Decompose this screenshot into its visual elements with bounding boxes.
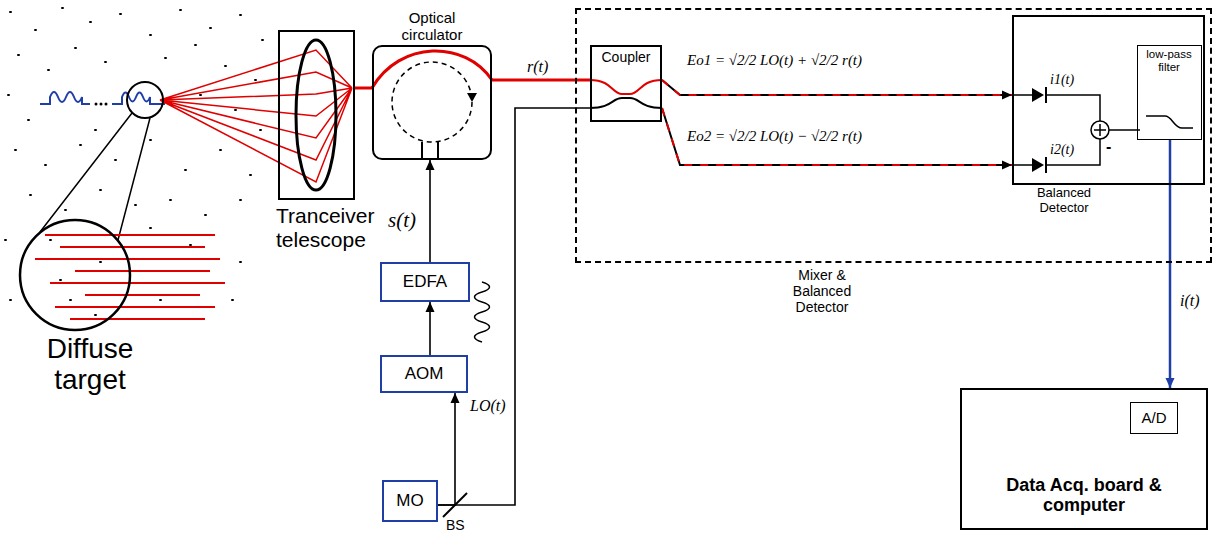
connector-line xyxy=(662,108,1012,165)
pulse-dot xyxy=(95,103,98,106)
node-label: AOM xyxy=(405,364,444,384)
connector-line xyxy=(1169,140,1172,388)
connector-line xyxy=(355,87,372,90)
connector xyxy=(662,80,1012,100)
process-box: MO xyxy=(382,480,438,522)
photodiode xyxy=(1032,158,1044,172)
adc-box: A/D xyxy=(1130,402,1178,434)
photodiode-bar xyxy=(1045,87,1047,173)
process-box: AOM xyxy=(380,355,468,393)
node-label: EDFA xyxy=(403,272,447,292)
sign-label: - xyxy=(1106,138,1111,156)
coupler-waveguide xyxy=(590,80,662,94)
target-spot xyxy=(127,82,163,118)
node-label: Mixer & Balanced Detector xyxy=(782,267,862,315)
connector xyxy=(426,302,435,355)
component-label: BS xyxy=(446,518,465,533)
signal-label: Eo1 = √2/2 LO(t) + √2/2 r(t) xyxy=(685,52,864,69)
signal-label: Eo2 = √2/2 LO(t) − √2/2 r(t) xyxy=(685,128,864,145)
summing-junction xyxy=(1091,121,1109,139)
lo-wave xyxy=(475,282,490,342)
arrowhead xyxy=(1002,161,1012,170)
node-label: low-pass filter xyxy=(1140,48,1199,74)
circulator-arrow xyxy=(467,93,477,102)
circulator-ring xyxy=(392,62,472,142)
detector-box: Balanced Detectorlow-pass filter xyxy=(1012,15,1205,185)
mixer-region: Mixer & Balanced DetectorCouplerBalanced… xyxy=(575,8,1212,263)
scatter-dots xyxy=(5,8,263,315)
daq-box: Data Acq. board & computer A/D xyxy=(960,388,1208,530)
signal-label: i(t) xyxy=(1178,292,1202,310)
signal-label: LO(t) xyxy=(468,397,508,415)
node-label: Data Acq. board & computer xyxy=(997,475,1172,516)
zoom-circle xyxy=(20,220,130,330)
arrowhead xyxy=(426,302,435,312)
circulator-port xyxy=(422,142,438,160)
connector-line xyxy=(438,108,590,505)
connector xyxy=(662,108,1012,170)
circulator: Optical circulator xyxy=(372,45,492,160)
node-label: Balanced Detector xyxy=(1024,186,1104,216)
filter-box: low-pass filter xyxy=(1137,45,1202,140)
arrowhead xyxy=(1002,91,1012,100)
connector-line xyxy=(429,160,431,262)
connector xyxy=(438,393,460,505)
telescope-box: Tranceiver telescope xyxy=(278,30,355,200)
signal-label: s(t) xyxy=(386,208,418,232)
summing-plus xyxy=(1094,124,1106,136)
node-label: A/D xyxy=(1141,409,1166,426)
arrowhead xyxy=(451,393,460,403)
connector-line xyxy=(438,393,455,505)
pulse-dot xyxy=(100,103,103,106)
connector xyxy=(1166,140,1175,388)
pulse-waveform xyxy=(40,92,165,104)
signal-label: i2(t) xyxy=(1050,142,1074,157)
node-label: MO xyxy=(396,491,423,511)
arrowhead xyxy=(426,160,435,170)
circulator-path xyxy=(372,51,492,88)
coupler-waveguide xyxy=(590,98,662,108)
connector xyxy=(426,160,435,262)
connector-dash xyxy=(662,108,1012,165)
detector-wire xyxy=(1012,95,1140,165)
connector-dash xyxy=(662,80,1012,95)
figure-label: Diffuse target xyxy=(15,334,165,396)
coupler-box: Coupler xyxy=(590,45,662,122)
zoom-leader xyxy=(40,113,150,240)
signal-label: i1(t) xyxy=(1050,72,1074,87)
node-label: Coupler xyxy=(601,49,650,65)
connector xyxy=(438,108,590,505)
filter-symbol xyxy=(1146,116,1193,128)
signal-label: r(t) xyxy=(525,58,550,76)
node-label: Tranceiver telescope xyxy=(276,204,386,252)
laser-rays xyxy=(160,50,352,182)
process-box: EDFA xyxy=(380,262,470,302)
node-label: Optical circulator xyxy=(377,9,487,44)
connector-line xyxy=(662,80,1012,95)
lens xyxy=(296,40,336,190)
connector xyxy=(355,88,372,89)
pulse-dot xyxy=(105,103,108,106)
photodiode xyxy=(1032,88,1044,102)
arrowhead xyxy=(1166,378,1175,388)
